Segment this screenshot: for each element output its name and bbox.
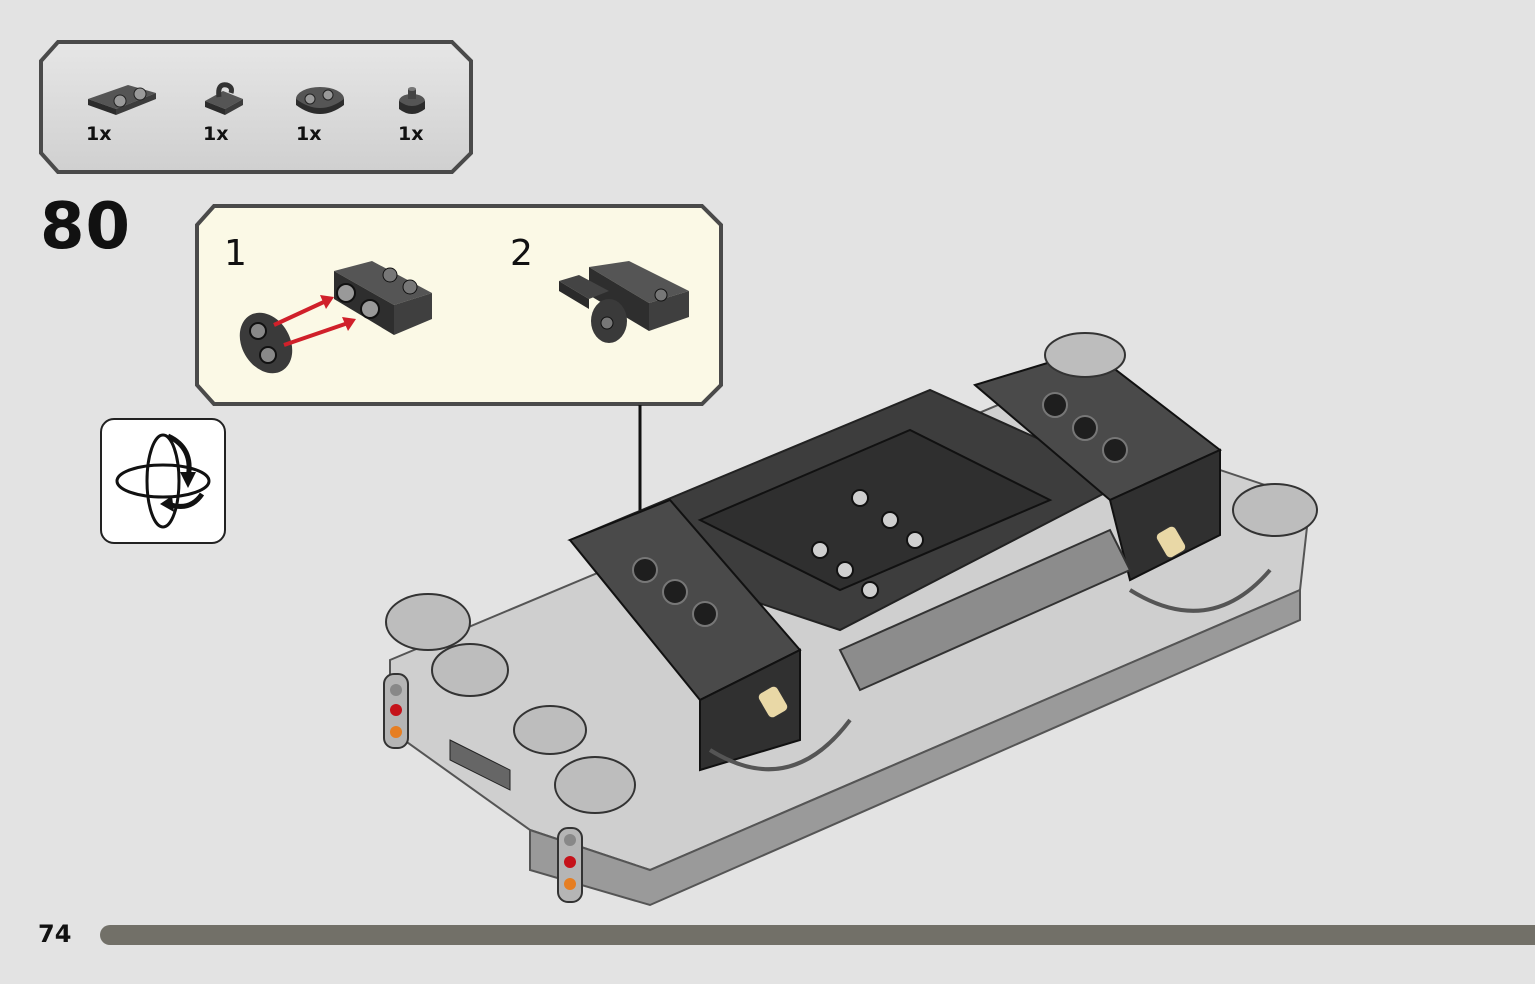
part-item-4: 1x: [396, 79, 476, 159]
rotate-model-box: [100, 418, 226, 544]
page-number: 74: [38, 920, 72, 948]
parts-panel-frame: [39, 40, 473, 174]
plate-1x2-rounded-icon: [296, 87, 344, 114]
part-qty: 1x: [296, 123, 322, 145]
progress-bar: [100, 925, 1535, 945]
sub-assembly-panel: 1 2: [194, 203, 724, 407]
sub-step-number-1: 1: [224, 233, 247, 274]
model-chassis-illustration: [383, 332, 1318, 907]
rotate-model-icon: [115, 433, 211, 529]
sub-step-2-illustration: [559, 261, 689, 343]
sub-step-1-illustration: [239, 261, 432, 374]
part-qty: 1x: [86, 123, 112, 145]
step-number: 80: [40, 190, 132, 264]
sub-step-number-2: 2: [510, 233, 533, 274]
plate-with-two-pins-icon: [88, 85, 156, 115]
part-qty: 1x: [398, 123, 424, 145]
round-stud-icon: [399, 87, 425, 114]
part-item-3: 1x: [294, 79, 374, 159]
clip-plate-icon: [205, 82, 243, 115]
sub-panel-frame: [195, 204, 723, 406]
part-item-2: 1x: [201, 79, 281, 159]
part-qty: 1x: [203, 123, 229, 145]
part-item-1: 1x: [84, 79, 164, 159]
parts-list-panel: 1x 1x 1x 1x: [38, 39, 474, 175]
